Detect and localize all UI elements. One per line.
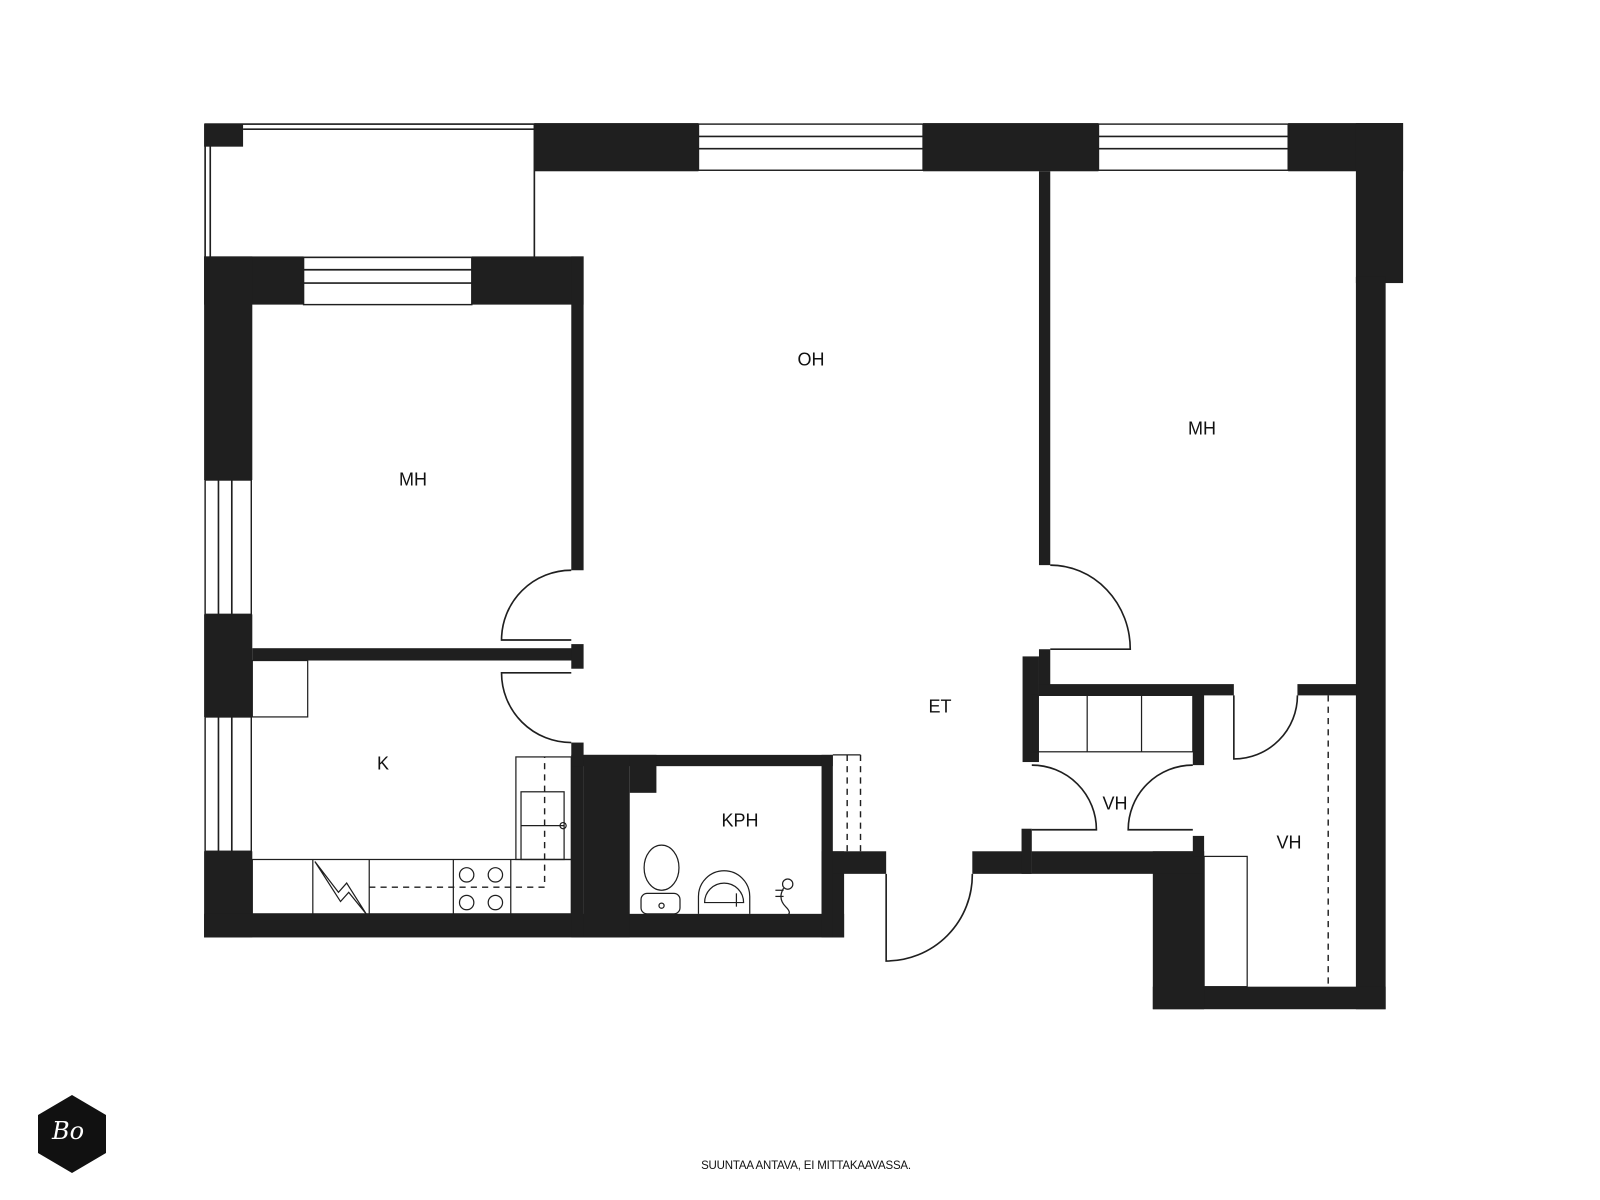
windows <box>204 123 1289 852</box>
room-label-vh-small: VH <box>1102 793 1128 814</box>
hexagon-logo-icon <box>38 1095 106 1173</box>
disclaimer-text: SUUNTAA ANTAVA, EI MITTAKAAVASSA. <box>701 1160 911 1172</box>
balcony <box>204 123 536 259</box>
room-label-mh-left: MH <box>399 469 427 490</box>
kitchen-fixtures <box>251 659 572 915</box>
bathroom-fixtures <box>640 844 794 916</box>
outer-walls <box>204 123 1404 1010</box>
room-label-mh-right: MH <box>1188 418 1216 439</box>
room-label-kph: KPH <box>721 810 759 831</box>
doors <box>500 564 1299 962</box>
room-label-k: K <box>376 753 390 774</box>
room-label-vh-large: VH <box>1276 832 1302 853</box>
closets <box>832 694 1329 988</box>
room-label-et: ET <box>928 696 952 717</box>
logo-text: Bo <box>52 1117 85 1145</box>
room-label-oh: OH <box>797 349 825 370</box>
